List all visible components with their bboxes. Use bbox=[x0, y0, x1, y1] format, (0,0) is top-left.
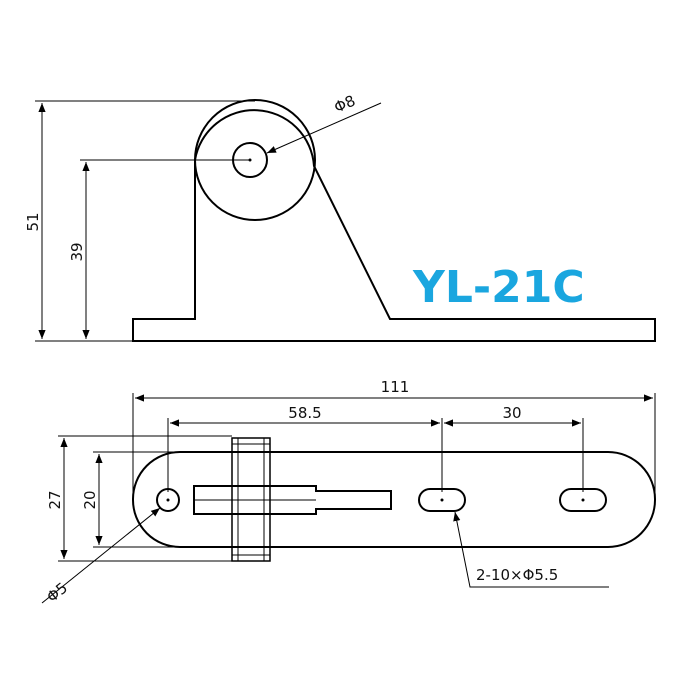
dim-hole-height: 39 bbox=[68, 242, 86, 261]
dim-width-total: 27 bbox=[46, 490, 64, 509]
dim-slots-note: 2-10×Φ5.5 bbox=[476, 566, 558, 584]
dim-hole-spacing-2: 30 bbox=[502, 404, 521, 422]
dim-length-total: 111 bbox=[381, 378, 410, 396]
side-view: 51 39 Φ8 YL-21C bbox=[24, 92, 656, 342]
dim-hole-diameter: Φ8 bbox=[331, 92, 358, 117]
dim-hole-spacing-1: 58.5 bbox=[288, 404, 321, 422]
dim-leader-slots bbox=[453, 511, 609, 588]
dim-height-total: 51 bbox=[24, 212, 42, 231]
top-view: 111 58.5 30 27 20 Φ5 2-10×Φ5.5 bbox=[41, 378, 656, 606]
bracket-outline bbox=[132, 109, 656, 342]
dim-leader-phi5 bbox=[41, 507, 161, 604]
arm-outline bbox=[193, 485, 392, 515]
dim-width-inner: 20 bbox=[81, 490, 99, 509]
dim-leader-phi8 bbox=[266, 102, 382, 154]
model-label: YL-21C bbox=[412, 262, 585, 313]
